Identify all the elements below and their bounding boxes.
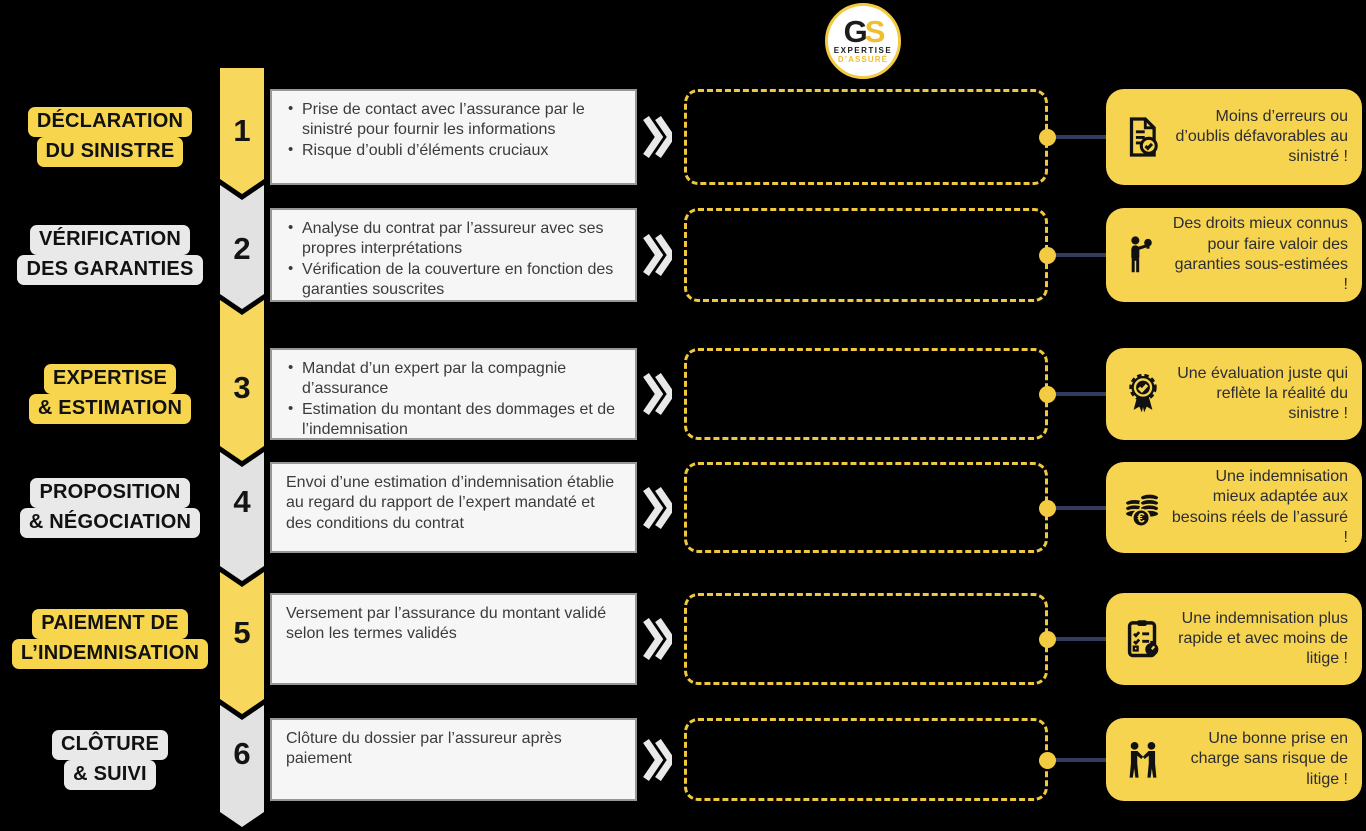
double-chevron-icon bbox=[643, 234, 672, 276]
step-label-line: DU SINISTRE bbox=[36, 137, 184, 167]
step-description-box: Analyse du contrat par l’assureur avec s… bbox=[270, 208, 637, 302]
double-chevron-icon bbox=[643, 738, 672, 781]
connector-dot bbox=[1039, 247, 1056, 264]
connector-dot bbox=[1039, 631, 1056, 648]
clipboard-timer-icon bbox=[1116, 616, 1170, 662]
connector-dot bbox=[1039, 129, 1056, 146]
step-number: 5 bbox=[233, 615, 251, 650]
step-label: PAIEMENT DE L’INDEMNISATION bbox=[4, 609, 216, 669]
step-label: DÉCLARATION DU SINISTRE bbox=[4, 107, 216, 167]
bullet-item: Risque d’oubli d’éléments cruciaux bbox=[286, 140, 623, 161]
step-label-line: EXPERTISE bbox=[43, 364, 177, 394]
connector-line bbox=[1050, 637, 1107, 641]
step-label-line: & SUIVI bbox=[64, 759, 156, 790]
chevron-segment-4 bbox=[220, 452, 264, 581]
logo-letter-s: S bbox=[864, 13, 886, 49]
description-text: Clôture du dossier par l’assureur après … bbox=[286, 730, 562, 768]
company-logo: GS EXPERTISE D’ASSURÉ bbox=[825, 3, 901, 79]
bullet-item: Vérification de la couverture en fonctio… bbox=[286, 259, 623, 301]
chevron-segment-2 bbox=[220, 185, 264, 309]
benefit-box: Une indemnisation plus rapide et avec mo… bbox=[1106, 593, 1362, 685]
chevron-segment-5 bbox=[220, 572, 264, 714]
connector-dot bbox=[1039, 751, 1056, 769]
step-description-box: Prise de contact avec l’assurance par le… bbox=[270, 89, 637, 185]
benefit-text: Une indemnisation mieux adaptée aux beso… bbox=[1171, 467, 1348, 546]
handshake-icon bbox=[1116, 737, 1170, 783]
step-label-line: VÉRIFICATION bbox=[29, 225, 191, 255]
bullet-list: Mandat d’un expert par la compagnie d’as… bbox=[286, 358, 623, 441]
empty-dashed-box bbox=[684, 462, 1048, 553]
double-chevron-icon bbox=[643, 373, 672, 415]
step-label-line: & NÉGOCIATION bbox=[19, 507, 201, 538]
step-description-box: Mandat d’un expert par la compagnie d’as… bbox=[270, 348, 637, 440]
benefit-text: Moins d’erreurs ou d’oublis défavorables… bbox=[1175, 107, 1348, 166]
bullet-item: Mandat d’un expert par la compagnie d’as… bbox=[286, 358, 623, 400]
connector-line bbox=[1050, 757, 1107, 762]
chevron-segment-6 bbox=[220, 705, 264, 827]
step-label: PROPOSITION & NÉGOCIATION bbox=[4, 477, 216, 538]
coins-euro-icon: € bbox=[1116, 485, 1170, 531]
step-label-line: L’INDEMNISATION bbox=[11, 639, 209, 669]
bullet-item: Prise de contact avec l’assurance par le… bbox=[286, 99, 623, 141]
benefit-text: Des droits mieux connus pour faire valoi… bbox=[1172, 215, 1348, 294]
connector-line bbox=[1050, 253, 1107, 257]
step-number: 3 bbox=[233, 370, 251, 405]
svg-text:€: € bbox=[1137, 510, 1145, 525]
step-label-line: PROPOSITION bbox=[30, 477, 190, 508]
benefit-box: Des droits mieux connus pour faire valoi… bbox=[1106, 208, 1362, 302]
chevron-segment-1 bbox=[220, 68, 264, 194]
step-label: VÉRIFICATION DES GARANTIES bbox=[4, 225, 216, 285]
benefit-box: Une bonne prise en charge sans risque de… bbox=[1106, 718, 1362, 801]
connector-line bbox=[1050, 505, 1107, 510]
step-description-box: Versement par l’assurance du montant val… bbox=[270, 593, 637, 685]
step-label-line: DÉCLARATION bbox=[27, 107, 193, 137]
medal-check-icon bbox=[1116, 371, 1170, 417]
connector-line bbox=[1050, 135, 1107, 139]
bullet-item: Analyse du contrat par l’assureur avec s… bbox=[286, 218, 623, 260]
bullet-item: Estimation du montant des dommages et de… bbox=[286, 399, 623, 441]
step-label-line: & ESTIMATION bbox=[28, 394, 192, 424]
bullet-list: Prise de contact avec l’assurance par le… bbox=[286, 99, 623, 161]
logo-line2: D’ASSURÉ bbox=[837, 55, 889, 65]
step-label-line: PAIEMENT DE bbox=[32, 609, 188, 639]
bullet-list: Analyse du contrat par l’assureur avec s… bbox=[286, 218, 623, 301]
step-number: 4 bbox=[233, 483, 251, 519]
empty-dashed-box bbox=[684, 593, 1048, 685]
step-number: 6 bbox=[233, 735, 251, 771]
logo-letter-g: G bbox=[843, 13, 868, 49]
empty-dashed-box bbox=[684, 348, 1048, 440]
benefit-text: Une bonne prise en charge sans risque de… bbox=[1190, 730, 1348, 788]
benefit-box: Une évaluation juste qui reflète la réal… bbox=[1106, 348, 1362, 440]
description-text: Versement par l’assurance du montant val… bbox=[286, 605, 607, 643]
benefit-box: Moins d’erreurs ou d’oublis défavorables… bbox=[1106, 89, 1362, 185]
connector-dot bbox=[1039, 499, 1056, 517]
empty-dashed-box bbox=[684, 208, 1048, 302]
step-label-line: CLÔTURE bbox=[51, 729, 169, 760]
description-text: Envoi d’une estimation d’indemnisation é… bbox=[286, 474, 615, 532]
logo-initials: GS bbox=[844, 16, 886, 47]
double-chevron-icon bbox=[643, 486, 672, 529]
step-description-box: Envoi d’une estimation d’indemnisation é… bbox=[270, 462, 637, 553]
benefit-box: € Une indemnisation mieux adaptée aux be… bbox=[1106, 462, 1362, 553]
connector-dot bbox=[1039, 386, 1056, 403]
double-chevron-icon bbox=[643, 116, 672, 158]
step-number: 1 bbox=[233, 113, 251, 148]
benefit-text: Une indemnisation plus rapide et avec mo… bbox=[1178, 609, 1348, 668]
logo-line1: EXPERTISE bbox=[833, 46, 893, 56]
person-idea-icon bbox=[1116, 232, 1170, 278]
benefit-text: Une évaluation juste qui reflète la réal… bbox=[1177, 364, 1348, 423]
connector-line bbox=[1050, 392, 1107, 396]
chevron-segment-3 bbox=[220, 300, 264, 461]
step-description-box: Clôture du dossier par l’assureur après … bbox=[270, 718, 637, 801]
step-number: 2 bbox=[233, 231, 251, 266]
step-label-line: DES GARANTIES bbox=[17, 255, 203, 285]
double-chevron-icon bbox=[643, 618, 672, 660]
step-label: EXPERTISE & ESTIMATION bbox=[4, 364, 216, 424]
empty-dashed-box bbox=[684, 718, 1048, 801]
document-check-icon bbox=[1116, 114, 1170, 160]
step-label: CLÔTURE & SUIVI bbox=[4, 729, 216, 790]
empty-dashed-box bbox=[684, 89, 1048, 185]
